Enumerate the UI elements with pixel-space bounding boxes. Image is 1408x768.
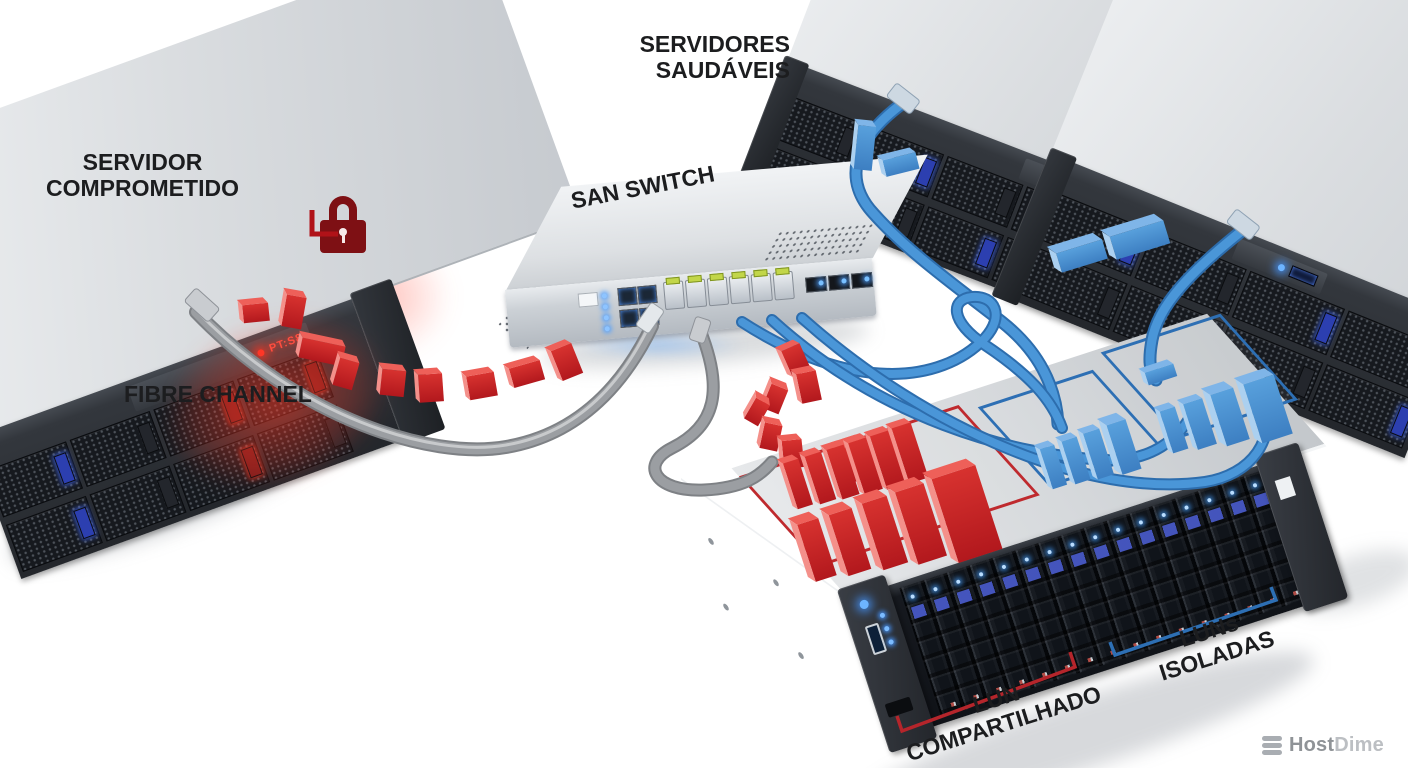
label-line: SERVIDORES: [639, 31, 790, 57]
ethernet-port: [619, 308, 640, 329]
compromised-server-label: SERVIDOR COMPROMETIDO: [30, 149, 255, 202]
data-block-red: [242, 302, 270, 324]
cable-connector: [772, 270, 795, 301]
ethernet-port: [617, 286, 638, 307]
logo-text-secondary: Dime: [1334, 734, 1384, 756]
drive-display: [974, 237, 998, 269]
switch-model-sticker: [577, 291, 599, 308]
drive-display: [1313, 311, 1338, 345]
drive-display: [53, 451, 76, 486]
data-block-red: [508, 359, 546, 389]
power-led-icon: [858, 598, 870, 611]
power-led-icon: [1277, 262, 1287, 272]
cable-connector: [684, 278, 708, 309]
label-line: SERVIDOR: [82, 149, 203, 175]
sfp-port: [850, 271, 874, 289]
usb-port: [864, 622, 888, 656]
lock-shackle: [329, 196, 357, 220]
keyhole: [339, 228, 347, 236]
ethernet-port: [639, 306, 660, 327]
drive-label-chip: [323, 414, 347, 449]
label-line: SAUDÁVEIS: [655, 56, 790, 83]
logo-text-primary: Host: [1289, 734, 1335, 756]
drive-display: [73, 506, 96, 540]
drive-display: [1389, 404, 1408, 439]
fibre-channel-label: FIBRE CHANNEL: [124, 381, 312, 407]
rack-ear-sticker: [1274, 476, 1297, 501]
drive-label-chip: [156, 475, 180, 510]
lock-icon: [320, 196, 368, 254]
switch-led-column: [601, 293, 608, 299]
drive-label-chip: [1215, 271, 1240, 306]
alert-led-icon: [256, 347, 266, 357]
keyhole-stem: [341, 234, 345, 243]
switch-vent-grid: [763, 223, 874, 262]
drive-label-chip: [136, 421, 160, 455]
drive-label-chip: [1291, 365, 1316, 399]
label-line: COMPROMETIDO: [46, 174, 239, 201]
hostdime-logo: HostDime: [1262, 734, 1384, 757]
database-stack-icon: [1262, 736, 1282, 755]
cable-connector: [750, 272, 773, 303]
data-block-red: [466, 371, 498, 401]
drive-label-chip: [1096, 286, 1120, 320]
data-block-red: [418, 373, 444, 403]
data-block-red: [796, 370, 822, 404]
logo-text: HostDime: [1289, 734, 1384, 757]
sfp-port: [827, 273, 851, 291]
healthy-servers-label: SERVIDORES SAUDÁVEIS: [620, 31, 790, 84]
drive-label-chip: [994, 187, 1017, 219]
status-led-column: [879, 612, 886, 619]
ethernet-port: [637, 284, 658, 305]
drive-display: [240, 445, 264, 479]
data-block-red: [379, 368, 407, 398]
drive-label-chip: [895, 207, 918, 239]
lock-body: [320, 220, 366, 253]
cable-connector: [662, 280, 686, 311]
cable-connector: [728, 274, 752, 305]
status-display: [1288, 265, 1319, 287]
rack-ear: [349, 278, 446, 444]
cable-connector: [706, 276, 730, 307]
sfp-port: [805, 275, 828, 293]
